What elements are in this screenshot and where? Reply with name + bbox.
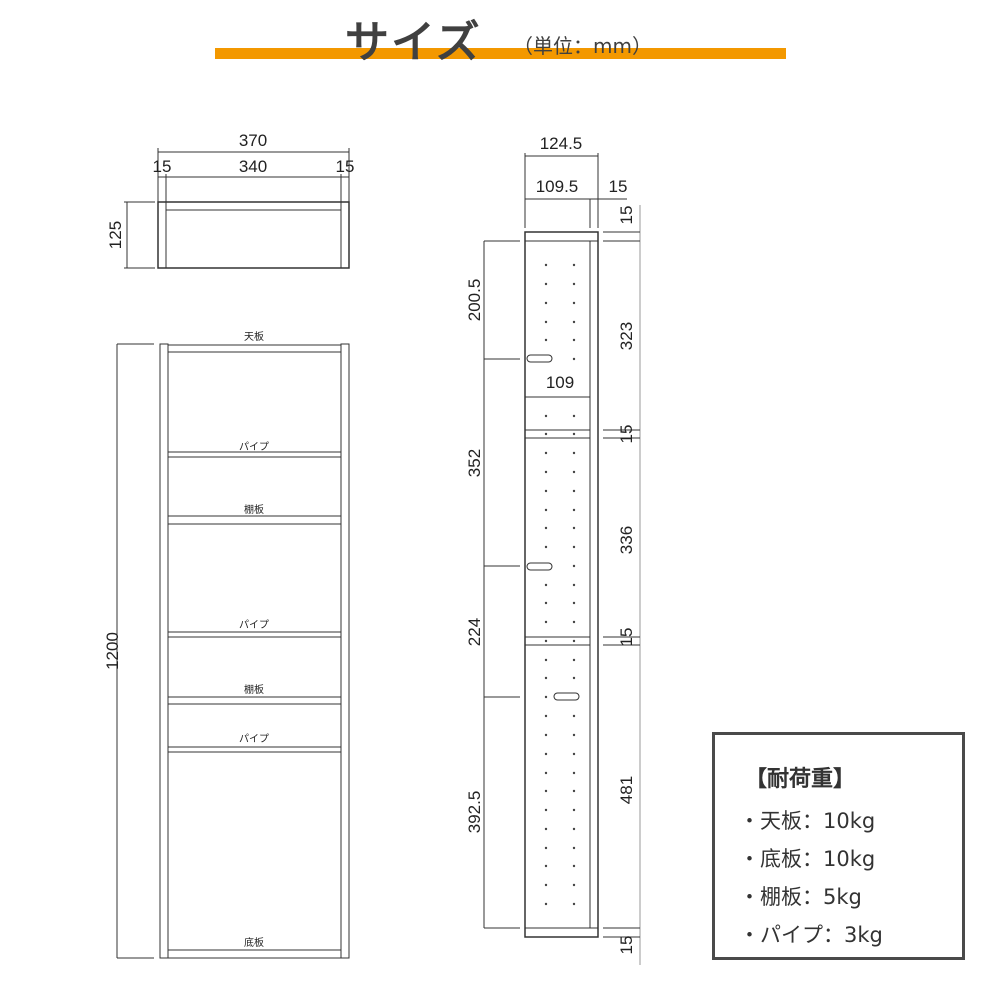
dim-side-right: 15 [336,157,355,176]
top-view [124,148,350,269]
load-item-shelf: ・棚板：5kg [739,885,862,909]
load-item-bottom-board: ・底板：10kg [739,847,876,871]
dim-left-1: 200.5 [465,279,484,322]
dim-right-3: 336 [617,526,636,554]
unit-label: （単位：mm） [513,34,652,58]
dim-left-2: 352 [465,449,484,477]
label-top-board: 天板 [244,330,264,343]
label-pipe-2: パイプ [239,619,269,631]
dim-right-2: 15 [617,425,636,444]
dim-depth: 125 [106,221,125,249]
dim-right-1: 323 [617,322,636,350]
load-capacity-title: 【耐荷重】 [745,767,856,792]
load-capacity-box: 【耐荷重】 ・天板：10kg ・底板：10kg ・棚板：5kg ・パイプ：3kg [712,732,965,960]
dim-total-width: 370 [239,131,267,150]
dim-height: 1200 [103,632,122,670]
dim-total-depth: 124.5 [540,134,583,153]
side-view [483,153,641,965]
page-title: サイズ [345,17,482,68]
shelf-pin-holes [544,263,576,906]
dim-top-thickness: 15 [617,206,636,225]
dim-inner-width: 340 [239,157,267,176]
dim-right-4: 15 [617,628,636,647]
load-item-top-board: ・天板：10kg [739,809,876,833]
label-shelf-1: 棚板 [244,503,264,516]
dim-pipe-depth: 109 [546,373,574,392]
dim-right-5: 481 [617,776,636,804]
title-underline-bar [215,48,786,59]
dim-side-left: 15 [153,157,172,176]
load-item-pipe: ・パイプ：3kg [739,923,883,947]
label-bottom-board: 底板 [244,936,264,949]
label-shelf-2: 棚板 [244,683,264,696]
dim-back: 15 [609,177,628,196]
dim-left-3: 224 [465,618,484,646]
label-pipe-1: パイプ [239,441,269,453]
dim-inner-depth: 109.5 [536,177,579,196]
dim-left-4: 392.5 [465,791,484,834]
dim-right-6: 15 [617,936,636,955]
front-view [116,343,350,959]
label-pipe-3: パイプ [239,733,269,745]
